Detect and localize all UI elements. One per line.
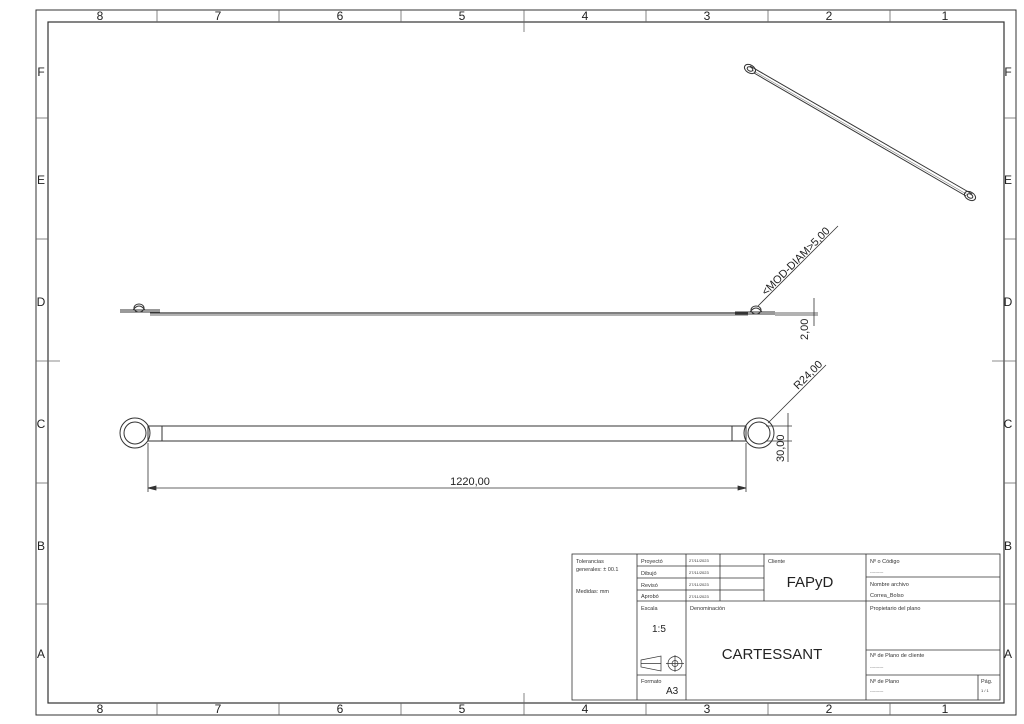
zone-labels-right: F E D C B A — [1004, 65, 1013, 661]
zone-col-label: 6 — [337, 9, 344, 23]
code-value: ---------- — [870, 569, 884, 574]
zone-col-label: 6 — [337, 702, 344, 716]
zone-row-label: F — [1004, 65, 1011, 79]
page-label: Pág. — [981, 679, 993, 685]
denomination-label: Denominación — [690, 606, 725, 612]
zone-row-label: B — [37, 539, 45, 553]
zone-col-label: 1 — [942, 9, 949, 23]
inner-frame — [47, 21, 1005, 704]
row-date: 27/11/2023 — [689, 582, 709, 587]
row-date: 27/11/2023 — [689, 558, 709, 563]
zone-row-label: D — [37, 295, 46, 309]
length-dimension-lines — [147, 443, 747, 492]
top-view — [119, 417, 775, 449]
zone-row-label: F — [37, 65, 44, 79]
zone-labels-bottom: 8 7 6 5 4 3 2 1 — [97, 702, 949, 716]
file-label: Nombre archivo — [870, 582, 909, 588]
side-view — [120, 303, 775, 316]
denomination-value: CARTESSANT — [722, 646, 823, 663]
zone-row-label: E — [1004, 173, 1012, 187]
row-label-drawn: Dibujó — [641, 571, 657, 577]
projection-symbol-icon — [640, 655, 684, 672]
zone-ticks — [36, 10, 1016, 715]
zone-col-label: 4 — [582, 9, 589, 23]
zone-col-label: 5 — [459, 702, 466, 716]
zone-row-label: D — [1004, 295, 1013, 309]
zone-row-label: A — [1004, 647, 1012, 661]
row-date: 27/11/2023 — [689, 570, 709, 575]
title-block: Tolerancias generales: ± 00.1 Medidas: m… — [571, 553, 1001, 701]
file-value: Correa_Bolso — [870, 593, 904, 599]
zone-col-label: 2 — [826, 9, 833, 23]
isometric-view — [743, 63, 977, 202]
width-dimension-lines — [766, 413, 792, 462]
zone-col-label: 8 — [97, 9, 104, 23]
zone-col-label: 4 — [582, 702, 589, 716]
thickness-dimension: 2,00 — [799, 319, 811, 340]
client-name: FAPyD — [787, 574, 834, 591]
scale-value: 1:5 — [652, 624, 666, 635]
row-label-projected: Proyectó — [641, 559, 663, 565]
radius-dimension: R24,00 — [792, 359, 826, 393]
zone-col-label: 7 — [215, 9, 222, 23]
zone-col-label: 3 — [704, 702, 711, 716]
units-label: Medidas: mm — [576, 589, 609, 595]
diameter-dimension: <MOD-DIAM>5,00 — [760, 225, 833, 298]
scale-label: Escala — [641, 606, 658, 612]
zone-labels-left: F E D C B A — [37, 65, 46, 661]
zone-col-label: 7 — [215, 702, 222, 716]
zone-row-label: C — [1004, 417, 1013, 431]
zone-col-label: 2 — [826, 702, 833, 716]
client-label: Cliente — [768, 559, 785, 565]
diameter-callout — [757, 225, 839, 307]
page-value: 1 / 1 — [981, 688, 990, 693]
zone-col-label: 3 — [704, 9, 711, 23]
zone-row-label: E — [37, 173, 45, 187]
tolerances-value: generales: ± 00.1 — [576, 567, 618, 573]
format-value: A3 — [666, 686, 679, 697]
outer-frame — [35, 9, 1017, 716]
zone-col-label: 8 — [97, 702, 104, 716]
thickness-dimension-lines — [775, 298, 818, 326]
code-label: Nº o Código — [870, 558, 900, 565]
tolerances-label: Tolerancias — [576, 559, 604, 565]
client-plan-value: ---------- — [870, 664, 884, 669]
row-label-approved: Aprobó — [641, 594, 659, 600]
format-label: Formato — [641, 679, 661, 685]
row-label-reviewed: Revisó — [641, 583, 658, 589]
zone-row-label: B — [1004, 539, 1012, 553]
plan-number-label: Nº de Plano — [870, 678, 899, 685]
plan-number-value: ---------- — [870, 688, 884, 693]
width-dimension: 30,00 — [775, 434, 787, 462]
row-date: 27/11/2023 — [689, 594, 709, 599]
owner-label: Propietario del plano — [870, 606, 920, 612]
zone-row-label: A — [37, 647, 45, 661]
zone-col-label: 5 — [459, 9, 466, 23]
zone-labels-top: 8 7 6 5 4 3 2 1 — [97, 9, 949, 23]
client-plan-label: Nº de Plano de cliente — [870, 652, 924, 659]
radius-callout — [767, 364, 827, 424]
length-dimension: 1220,00 — [450, 476, 490, 488]
zone-row-label: C — [37, 417, 46, 431]
zone-col-label: 1 — [942, 702, 949, 716]
